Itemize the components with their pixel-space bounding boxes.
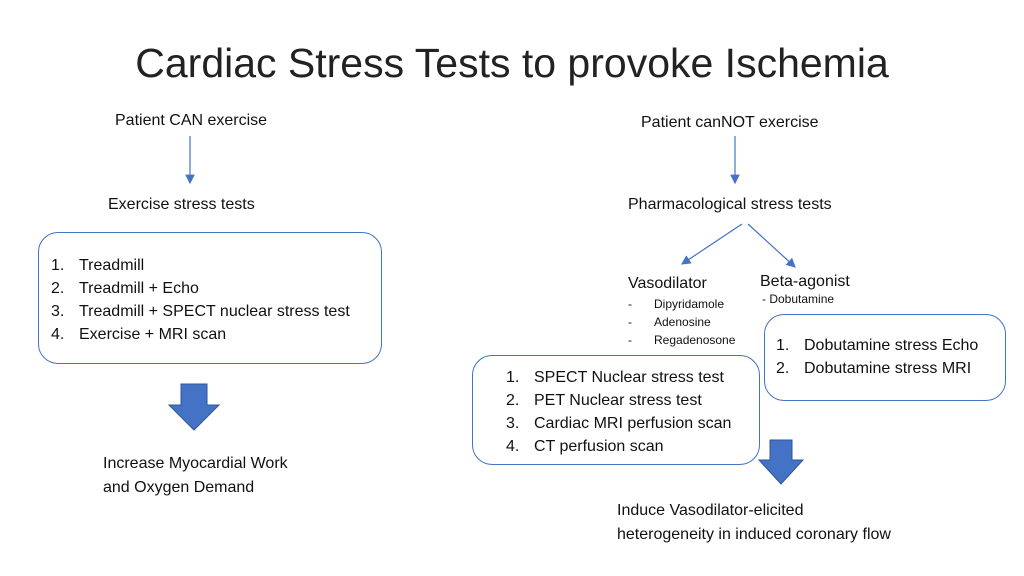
- list-item: 1.SPECT Nuclear stress test: [506, 369, 724, 386]
- arrow-to-vasodilator: [681, 223, 743, 265]
- list-item: 3.Treadmill + SPECT nuclear stress test: [51, 303, 350, 320]
- list-item: 4.Exercise + MRI scan: [51, 326, 227, 343]
- arrow-to-beta-agonist: [747, 223, 796, 268]
- outcome-exercise: Increase Myocardial Work and Oxygen Dema…: [103, 455, 288, 496]
- list-item: -Dipyridamole: [628, 297, 725, 311]
- block-arrow-right: [757, 439, 805, 485]
- condition-cannot-exercise: Patient canNOT exercise: [641, 114, 819, 131]
- list-item: 3.Cardiac MRI perfusion scan: [506, 415, 732, 432]
- vasodilator-tests-box: 1.SPECT Nuclear stress test 2.PET Nuclea…: [472, 355, 760, 465]
- outcome-vasodilator: Induce Vasodilator-elicited heterogeneit…: [617, 502, 891, 543]
- page-title: Cardiac Stress Tests to provoke Ischemia: [135, 40, 889, 86]
- block-arrow-left: [167, 383, 221, 431]
- exercise-stress-tests-label: Exercise stress tests: [108, 196, 255, 213]
- list-item: -Adenosine: [628, 315, 711, 329]
- dobutamine-tests-box: 1.Dobutamine stress Echo 2.Dobutamine st…: [764, 314, 1006, 401]
- list-item: 1.Dobutamine stress Echo: [776, 337, 979, 354]
- list-item: 2.Treadmill + Echo: [51, 280, 199, 297]
- list-item: -Regadenosone: [628, 333, 736, 347]
- exercise-tests-box: 1.Treadmill 2.Treadmill + Echo 3.Treadmi…: [38, 232, 382, 364]
- beta-agonist-drug: - Dobutamine: [762, 292, 835, 306]
- list-item: 1.Treadmill: [51, 257, 145, 274]
- condition-can-exercise: Patient CAN exercise: [115, 112, 268, 129]
- vasodilator-label: Vasodilator: [628, 275, 707, 292]
- vasodilator-drug-list: -Dipyridamole -Adenosine -Regadenosone: [628, 295, 735, 349]
- list-item: 2.Dobutamine stress MRI: [776, 360, 972, 377]
- pharmacological-stress-tests-label: Pharmacological stress tests: [628, 196, 832, 213]
- beta-agonist-label: Beta-agonist: [760, 273, 850, 290]
- list-item: 2.PET Nuclear stress test: [506, 392, 702, 409]
- list-item: 4.CT perfusion scan: [506, 438, 664, 455]
